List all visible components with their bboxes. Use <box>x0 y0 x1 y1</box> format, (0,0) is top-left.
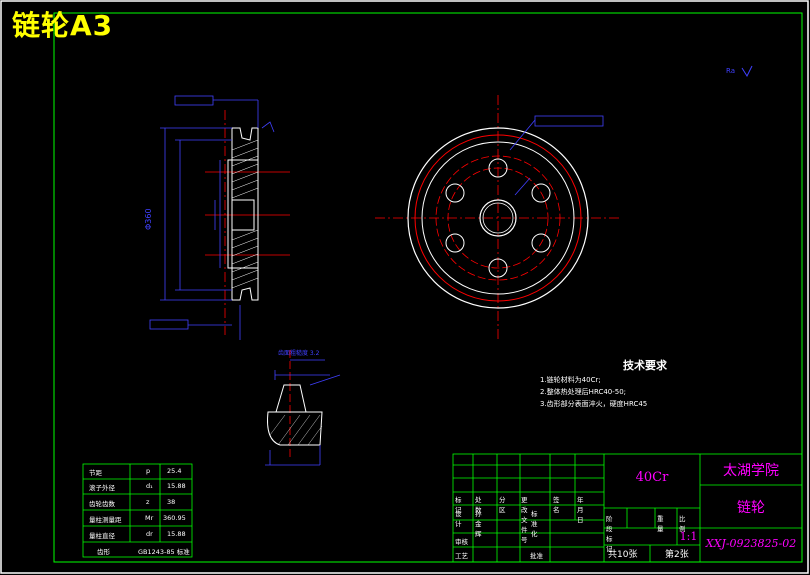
tb-stage-cell: 阶 段 标 记 <box>606 515 613 553</box>
title-block <box>452 453 803 563</box>
tech-req-item: 1.链轮材料为40Cr; <box>540 376 601 384</box>
tb-stage-cell: 重量 <box>657 515 664 533</box>
tb-design-cell: 孙金辉 <box>475 510 482 538</box>
tb-rev-cell: 处数 <box>475 496 482 514</box>
drawing-title: 链轮A3 <box>12 9 114 42</box>
tb-rev-cell: 签 名 <box>553 496 560 514</box>
param-name: 节距 <box>89 469 102 477</box>
param-symbol: Mr <box>145 514 154 522</box>
svg-text:Φ360: Φ360 <box>144 208 153 230</box>
sheets-total: 共10张 <box>608 550 638 560</box>
param-value: GB1243-85 标准 <box>138 548 190 556</box>
roughness-label: Ra <box>726 67 735 75</box>
param-name: 量柱测量距 <box>89 516 122 524</box>
param-value: 15.88 <box>167 482 186 490</box>
tb-stage-cell: 比例 <box>679 515 686 533</box>
param-symbol: d₁ <box>146 482 153 490</box>
tb-rev-cell: 年月日 <box>577 496 584 524</box>
param-value: 25.4 <box>167 467 182 475</box>
tb-design-cell: 设计 <box>455 510 462 528</box>
tb-rev-cell: 更改文件号 <box>521 496 528 544</box>
tooth-detail-view: 齿面粗糙度 3.2 <box>265 349 341 466</box>
param-name: 滚子外径 <box>89 484 115 492</box>
tb-review: 审核 <box>455 538 468 546</box>
side-section-view: Φ360 <box>144 95 290 340</box>
param-symbol: z <box>146 498 150 506</box>
param-value: 38 <box>167 498 176 506</box>
tech-req-item: 2.整体热处理后HRC40-50; <box>540 388 627 396</box>
roughness-symbol <box>741 65 753 78</box>
param-value: 15.88 <box>167 530 186 538</box>
param-value: 360.95 <box>163 514 186 522</box>
tb-rev-cell: 分 区 <box>499 496 506 514</box>
detail-label: 齿面粗糙度 3.2 <box>278 349 320 357</box>
tb-rev-cell: 标记 <box>455 496 462 514</box>
tech-req-item: 3.齿形部分表面淬火，硬度HRC45 <box>540 400 648 408</box>
tb-approve: 批准 <box>530 552 543 560</box>
drawing-frame <box>53 12 803 563</box>
school-name: 太湖学院 <box>723 463 779 479</box>
scale: 1:1 <box>679 530 698 543</box>
param-name: 齿轮齿数 <box>89 500 115 508</box>
front-view <box>375 95 620 340</box>
param-symbol: p <box>146 467 151 475</box>
parameter-table <box>82 463 193 558</box>
sheet-number: 第2张 <box>665 550 689 560</box>
param-name: 量柱直径 <box>89 532 115 540</box>
part-name: 链轮 <box>737 500 765 516</box>
param-name: 齿形 <box>97 548 110 556</box>
tb-design-cell: 标准化 <box>531 510 538 538</box>
param-symbol: dr <box>146 530 153 538</box>
tech-req-heading: 技术要求 <box>623 359 667 372</box>
drawing-number: XXJ-0923825-02 <box>705 537 797 550</box>
technical-requirements: 技术要求 1.链轮材料为40Cr; 2.整体热处理后HRC40-50; 3.齿形… <box>540 360 750 410</box>
material: 40Cr <box>635 470 669 485</box>
tb-process: 工艺 <box>455 552 468 560</box>
